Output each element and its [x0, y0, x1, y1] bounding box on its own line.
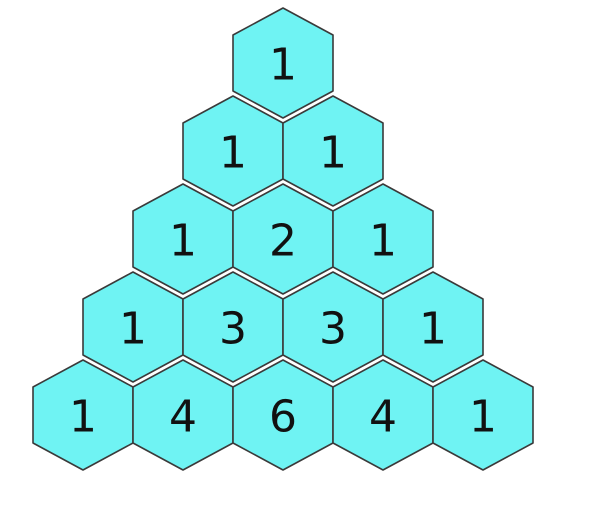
cell-value: 1 [169, 216, 197, 267]
hex-shape [382, 271, 484, 383]
hex-cell: 1 [432, 359, 534, 471]
hex-cell: 1 [132, 183, 234, 295]
hex-shape [332, 183, 434, 295]
cell-value: 1 [69, 392, 97, 443]
cell-value: 1 [369, 216, 397, 267]
cell-value: 1 [319, 128, 347, 179]
hex-cell: 1 [232, 7, 334, 119]
hex-cell: 1 [332, 183, 434, 295]
hex-cell: 3 [182, 271, 284, 383]
hex-cell: 1 [182, 95, 284, 207]
hex-cell: 6 [232, 359, 334, 471]
cell-value: 1 [269, 40, 297, 91]
hex-shape [432, 359, 534, 471]
hex-shape [282, 95, 384, 207]
hex-cell: 1 [32, 359, 134, 471]
cell-value: 2 [269, 216, 297, 267]
cell-value: 4 [369, 392, 397, 443]
hex-cell: 1 [282, 95, 384, 207]
cell-value: 3 [219, 304, 247, 355]
cell-value: 6 [269, 392, 297, 443]
cell-value: 1 [219, 128, 247, 179]
hex-cell: 1 [82, 271, 184, 383]
hex-shape [232, 7, 334, 119]
hex-cell: 4 [332, 359, 434, 471]
hex-cell: 1 [382, 271, 484, 383]
hex-cell: 4 [132, 359, 234, 471]
cell-value: 4 [169, 392, 197, 443]
cell-value: 1 [419, 304, 447, 355]
hex-cell: 3 [282, 271, 384, 383]
hex-cell: 2 [232, 183, 334, 295]
cell-value: 1 [469, 392, 497, 443]
cell-value: 1 [119, 304, 147, 355]
cell-value: 3 [319, 304, 347, 355]
